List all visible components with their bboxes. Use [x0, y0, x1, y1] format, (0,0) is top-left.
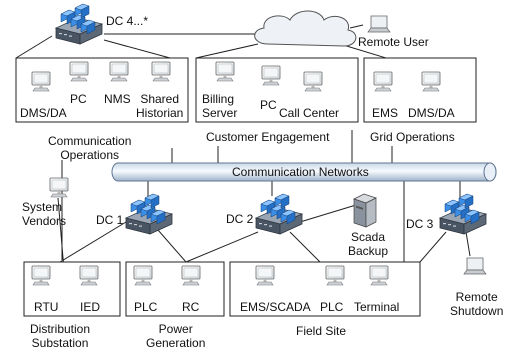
device-ems-scada-label: EMS/SCADA [240, 300, 311, 314]
internet-cloud-icon [254, 10, 357, 47]
nms-pc-icon [109, 61, 129, 82]
device-rc-label: RC [182, 300, 200, 314]
device-field-plc-label: PLC [320, 300, 344, 314]
device-ied-label: IED [80, 300, 101, 314]
remote-user-laptop-icon [367, 15, 391, 33]
device-shared-historian-label: Shared Historian [136, 92, 184, 120]
remote-shutdown-label: Remote Shutdown [450, 290, 504, 318]
field-plc-pc-icon [325, 265, 345, 286]
device-grid-dms-da-label: DMS/DA [408, 106, 455, 120]
scada-backup-label: Scada Backup [348, 230, 389, 258]
call-center-pc-icon [303, 71, 323, 92]
dc3-server-icon [439, 193, 487, 235]
system-vendors-label: System Vendors [22, 200, 67, 228]
device-call-center-label: Call Center [279, 106, 340, 120]
group-communication-operations-title: Communication Operations [48, 134, 132, 162]
communication-networks-bar [111, 162, 497, 182]
ied-pc-icon [79, 265, 99, 286]
device-billing-server-label: Billing Server [202, 92, 238, 120]
ems-pc-icon [373, 71, 393, 92]
connection-lines [15, 24, 471, 271]
terminal-pc-icon [369, 265, 389, 286]
device-rtu-label: RTU [34, 300, 59, 314]
customer-pc-icon [261, 65, 281, 86]
rtu-pc-icon [31, 265, 51, 286]
remote-user-label: Remote User [358, 35, 429, 49]
group-field-site-title: Field Site [296, 324, 347, 338]
device-nms-label: NMS [104, 92, 131, 106]
device-customer-pc-label: PC [260, 98, 277, 112]
group-distribution-substation-title: Distribution Substation [30, 322, 91, 350]
dc2-label: DC 2 [226, 212, 254, 226]
dc3-label: DC 3 [406, 217, 434, 231]
dc1-server-icon [125, 193, 173, 235]
dc4-label: DC 4...* [106, 14, 149, 28]
network-bar-label: Communication Networks [232, 165, 369, 179]
plc-pc-icon [133, 265, 153, 286]
billing-server-pc-icon [215, 61, 235, 82]
dc1-label: DC 1 [96, 213, 124, 227]
shared-historian-pc-icon [151, 61, 171, 82]
group-grid-operations-title: Grid Operations [370, 130, 455, 144]
group-power-generation-title: Power Generation [146, 322, 206, 350]
scada-backup-icon [353, 193, 377, 228]
device-pc-label: PC [70, 92, 87, 106]
dc4-server-icon [55, 3, 103, 45]
device-terminal-label: Terminal [354, 300, 400, 314]
grid-dms-da-pc-icon [421, 71, 441, 92]
device-dms-da-label: DMS/DA [20, 106, 67, 120]
pc-icon [69, 61, 89, 82]
device-ems-label: EMS [372, 106, 399, 120]
ems-scada-pc-icon [255, 265, 275, 286]
group-customer-engagement-title: Customer Engagement [206, 130, 330, 144]
dc2-server-icon [255, 193, 303, 235]
dms-da-pc-icon [31, 71, 51, 92]
remote-shutdown-laptop-icon [463, 257, 487, 275]
device-plc-label: PLC [134, 300, 158, 314]
system-vendors-pc-icon [49, 177, 69, 198]
rc-pc-icon [181, 265, 201, 286]
